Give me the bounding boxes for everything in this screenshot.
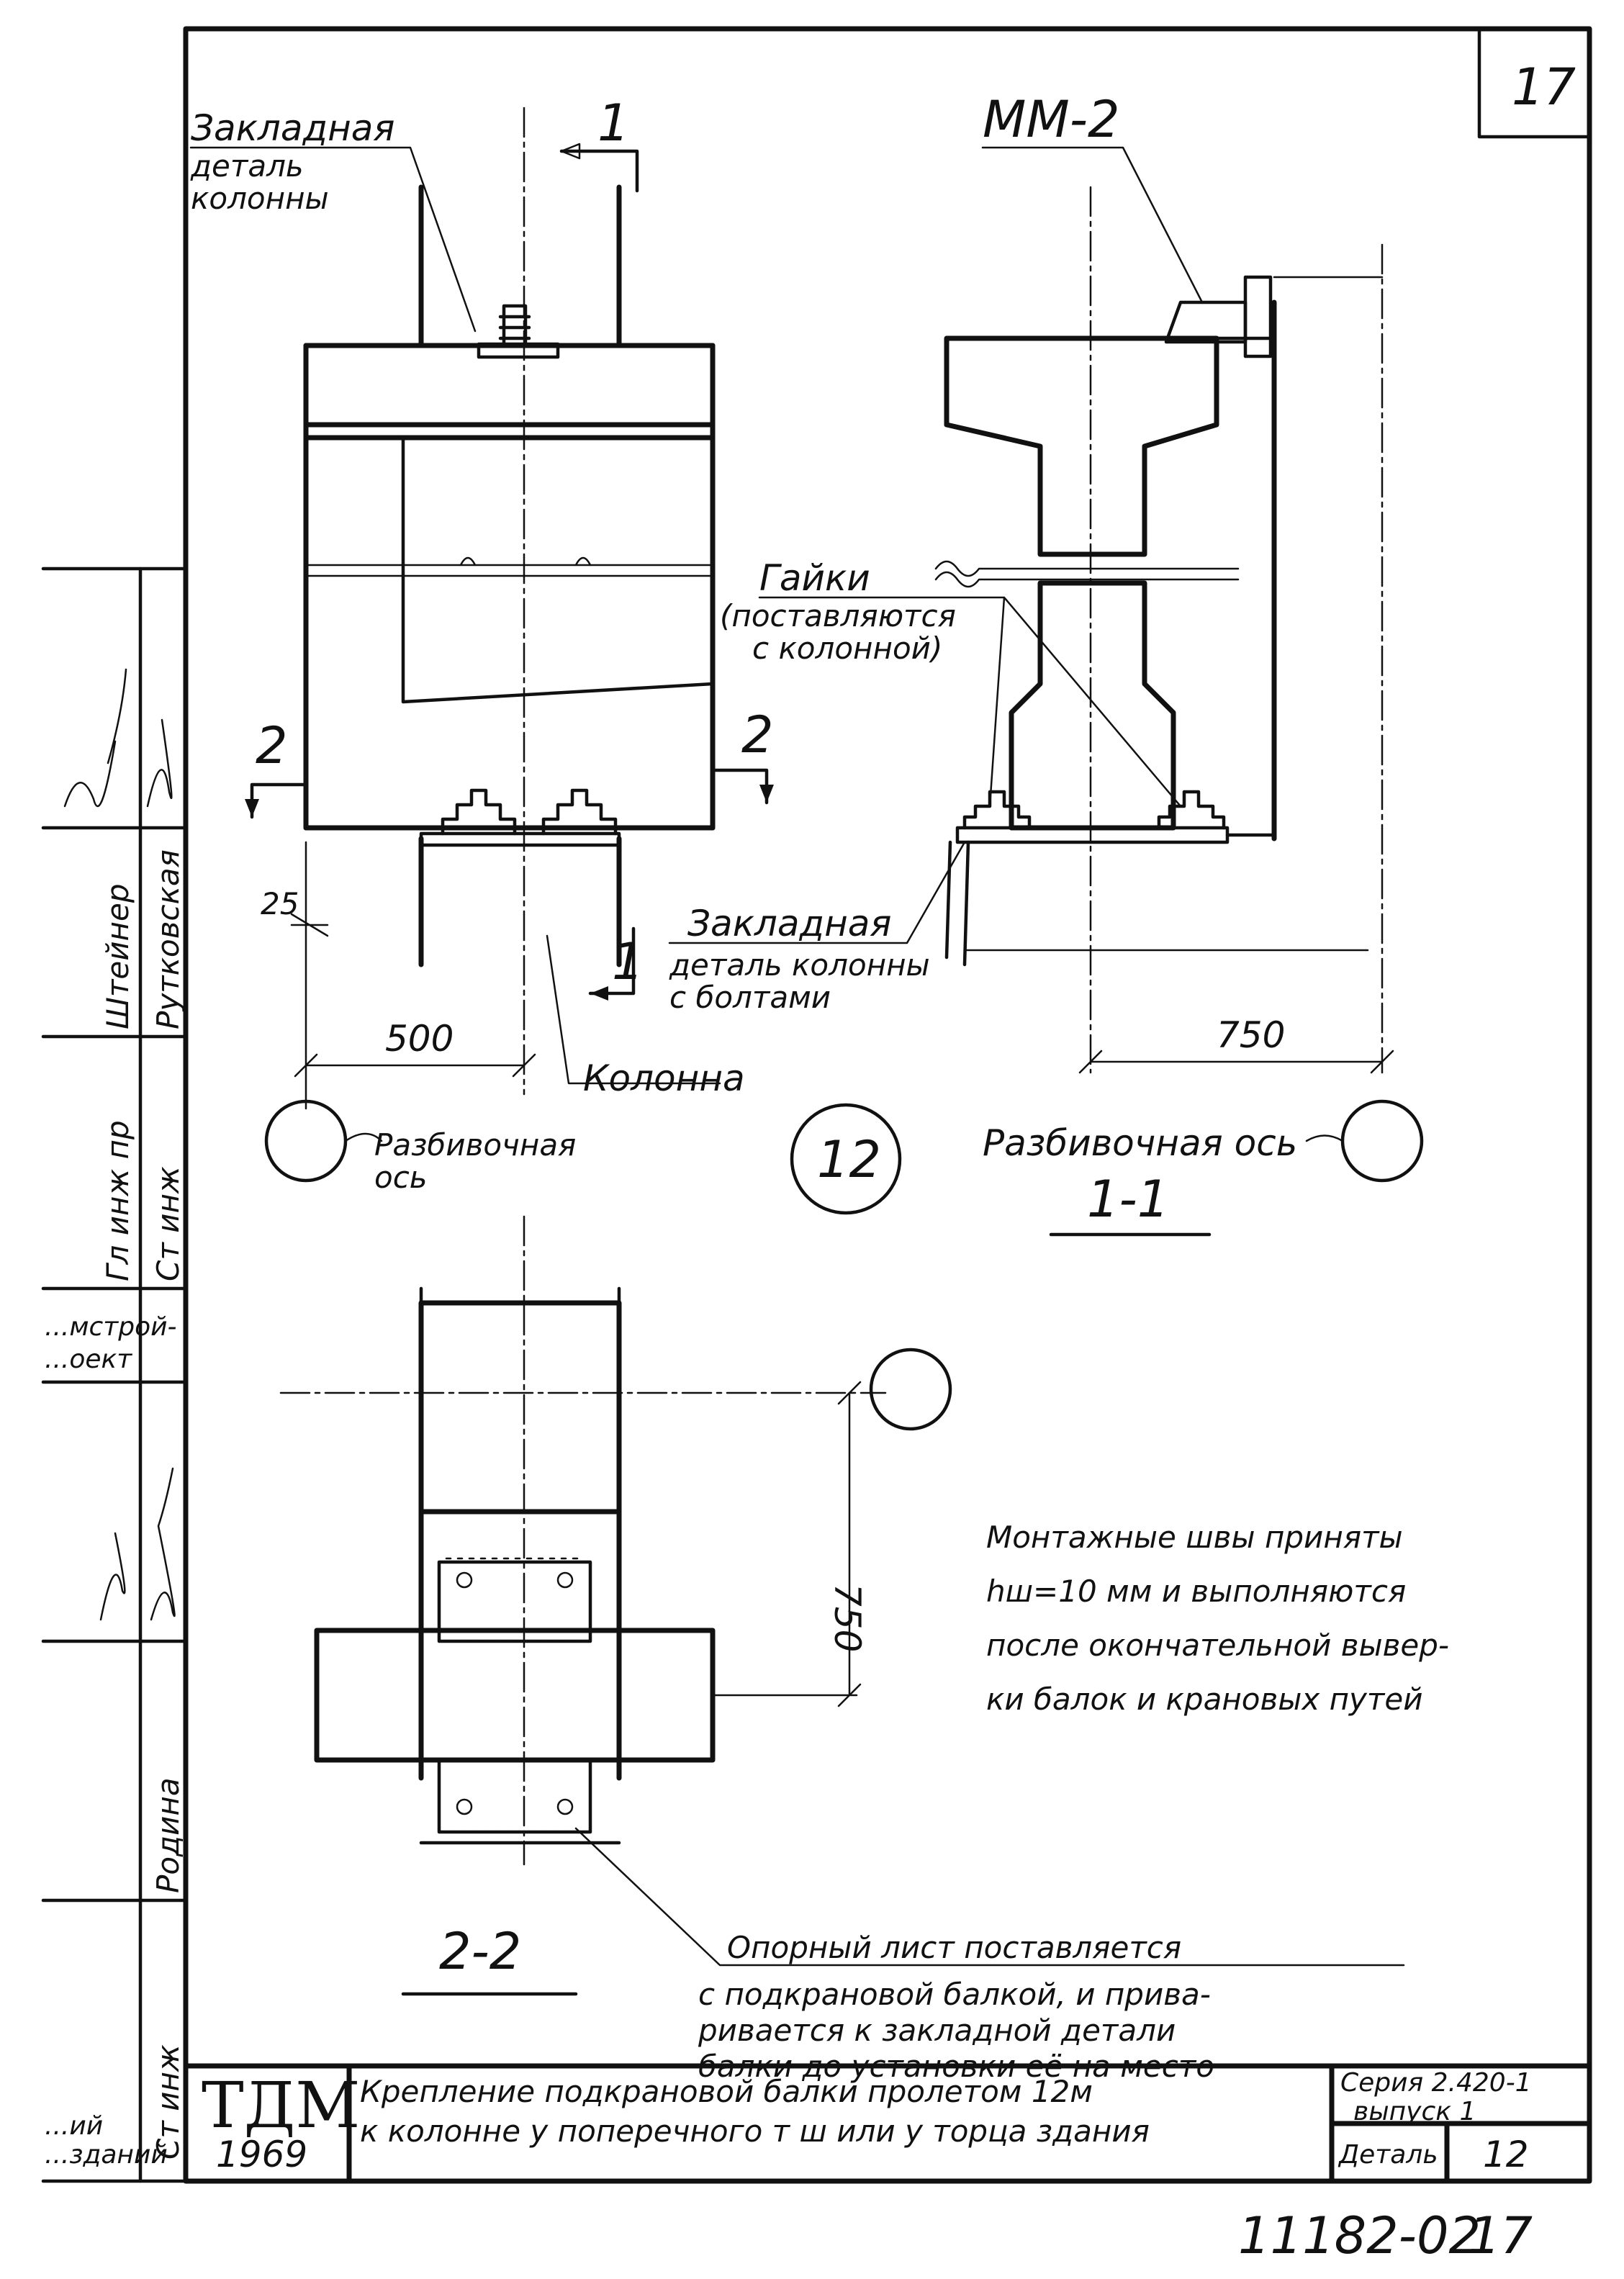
dim-750-label: 750: [1217, 1014, 1285, 1056]
section-mark-2-left-label: 2: [256, 716, 288, 775]
column-label: Колонна: [583, 1057, 745, 1099]
beam-section-top: [944, 335, 1219, 557]
series-line-2: выпуск 1: [1353, 2097, 1476, 2126]
column-bottom: [418, 836, 622, 967]
detail-value: 12: [1483, 2134, 1529, 2175]
leader-column: [546, 934, 721, 1085]
axis-label-1: Разбивочная: [374, 1127, 576, 1163]
weld-note-1: Монтажные швы приняты: [986, 1520, 1403, 1555]
leader-embedded-bolts: [668, 841, 966, 944]
axis-bubble: [869, 1348, 952, 1431]
footer-code: 11182-02: [1238, 2206, 1481, 2265]
axis-bubble: [1340, 1099, 1424, 1183]
leader-support-plate: [574, 1827, 1405, 1967]
stamp-org-2: ...оект: [45, 1345, 132, 1374]
column-section: [418, 1300, 622, 1515]
stamp-role-2: Ст инж: [150, 1166, 186, 1281]
column-top: [418, 184, 622, 348]
weld-note-4: ки балок и крановых путей: [986, 1682, 1423, 1717]
nuts-label-2: (поставляются: [720, 598, 956, 633]
section-mark-1-top-label: 1: [597, 94, 630, 153]
title-block: ТДМ 1969 Крепление подкрановой балки про…: [183, 2063, 1592, 2184]
anchor-bolts: [441, 788, 618, 836]
signature: [63, 668, 127, 808]
series-line-1: Серия 2.420-1: [1340, 2068, 1532, 2098]
dim-500-label: 500: [385, 1018, 454, 1060]
title-line-1: Крепление подкрановой балки пролетом 12м: [360, 2074, 1093, 2109]
stamp-dept-2: ...зданий: [45, 2140, 168, 2170]
stamp-name-2: Рутковская: [150, 849, 186, 1029]
support-plate-bottom: [437, 1758, 592, 1834]
corner-number: 17: [1512, 58, 1576, 117]
section-mark-2-left: [250, 782, 308, 819]
embedded-label-1: Закладная: [191, 107, 394, 149]
dim-25-label: 25: [261, 886, 299, 921]
title-line-2: к колонне у поперечного т ш или у торца …: [360, 2113, 1150, 2149]
support-plate-note-1: Опорный лист поставляется: [727, 1930, 1181, 1965]
axis-label: Разбивочная ось: [983, 1122, 1297, 1164]
stamp-role-1: Гл инж пр: [100, 1120, 135, 1281]
stamp-name-1: Штейнер: [100, 884, 135, 1029]
side-stamp: Штейнер Рутковская Гл инж пр Ст инж ...м…: [41, 567, 188, 2183]
nuts-label-1: Гайки: [759, 557, 870, 599]
stamp-org-1: ...мстрой-: [45, 1312, 177, 1342]
section-mark-2-right-label: 2: [741, 705, 774, 764]
crane-beam: [303, 343, 716, 441]
embedded-bolts-label-1: Закладная: [687, 903, 891, 944]
leader-embedded: [189, 146, 477, 333]
axis-bubble: [264, 1099, 348, 1183]
dim-750-vertical-label: 750: [826, 1584, 868, 1652]
section-mark-1-top: [559, 149, 639, 193]
title-year: 1969: [216, 2134, 307, 2175]
nuts-label-3: с колонной): [752, 631, 942, 666]
sheet-frame: 17: [183, 26, 1592, 2184]
signature: [99, 1532, 126, 1621]
detail-number: 12: [817, 1130, 881, 1189]
section-2-2-view: 750 Монтажные швы приняты hш=10 мм и вып…: [279, 1215, 1449, 2084]
leader-nuts: [758, 596, 1182, 808]
weld-note-3: после окончательной вывер-: [986, 1628, 1449, 1663]
stamp-role-3: Ст инж: [150, 2044, 186, 2160]
dim-500: [304, 841, 525, 1110]
axis-label-2: ось: [374, 1160, 428, 1195]
leader-mm2: [981, 146, 1204, 304]
section-1-1-view: ММ-2 Гайки (поставляются с колонной) Зак…: [668, 90, 1424, 1237]
beam-section: [314, 1628, 716, 1763]
embedded-label-2: деталь: [190, 148, 304, 184]
title-logo: ТДМ: [202, 2068, 360, 2142]
detail-number-circle: 12: [790, 1103, 902, 1215]
beam-section-bottom: [1009, 580, 1176, 831]
section-1-1-title: 1-1: [1087, 1170, 1169, 1229]
section-2-2-title: 2-2: [439, 1922, 521, 1981]
embedded-bolts-label-3: с болтами: [669, 980, 831, 1015]
embedded-label-3: колонны: [191, 181, 329, 216]
stamp-dept-1: ...ий: [45, 2111, 103, 2141]
embedded-bolts-label-2: деталь колонны: [669, 947, 930, 983]
support-plate-note-3: ривается к закладной детали: [698, 2013, 1176, 2048]
dim-750-vertical: [711, 1391, 858, 1697]
weld-note-2: hш=10 мм и выполняются: [986, 1574, 1406, 1609]
section-mark-1-bottom-label: 1: [612, 932, 644, 991]
footer-sheet: 17: [1469, 2206, 1533, 2265]
signature: [146, 718, 173, 808]
detail-label: Деталь: [1337, 2140, 1438, 2170]
elevation-view: 1 1 2 2 25 500 Закладная деталь колонны …: [189, 94, 774, 1195]
section-mark-2-right: [710, 768, 769, 805]
dim-25: [290, 913, 329, 937]
signature: [150, 1467, 176, 1621]
stamp-name-3: Родина: [150, 1777, 186, 1893]
mm2-label: ММ-2: [983, 90, 1120, 149]
support-plate-note-2: с подкрановой балкой, и прива-: [698, 1977, 1211, 2012]
corner-number-box: [1477, 27, 1592, 139]
